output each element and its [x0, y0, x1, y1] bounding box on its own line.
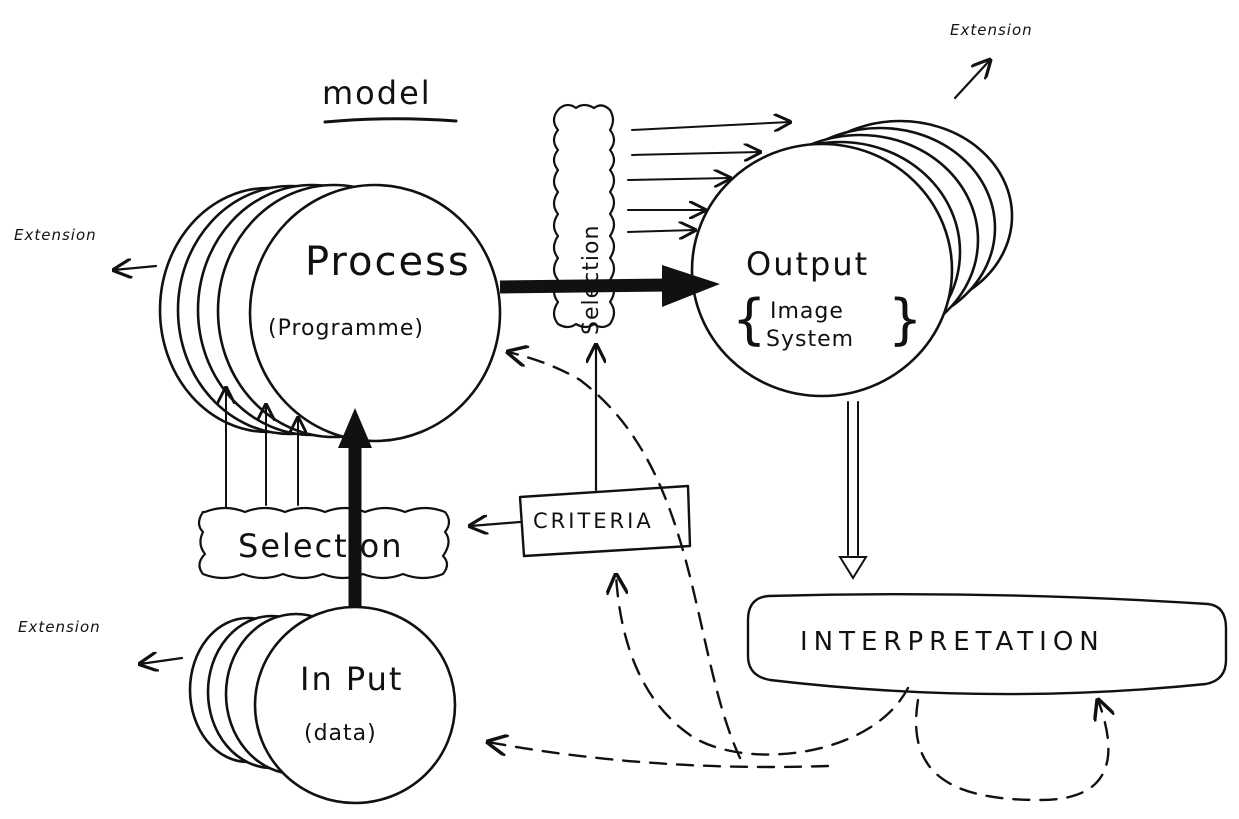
output-label: Output: [746, 245, 869, 283]
process-sublabel: (Programme): [268, 316, 424, 341]
extension-input: Extension: [18, 618, 184, 664]
thick-arrows: [338, 265, 720, 608]
process-circle: [248, 183, 502, 443]
interpretation-box: INTERPRETATION: [746, 593, 1228, 696]
output-right-brace: }: [888, 288, 922, 351]
input-circle: [253, 605, 457, 805]
output-stack: Output { Image System }: [690, 119, 1014, 398]
input-label: In Put: [300, 660, 403, 698]
output-to-interpretation-arrow: [838, 401, 868, 580]
output-left-brace: {: [732, 288, 766, 351]
criteria-to-selection-arrow: [470, 522, 522, 526]
selection-to-process-arrows: [226, 388, 298, 509]
title-text: model: [322, 74, 432, 112]
criteria-box: CRITERIA: [518, 484, 692, 558]
extension-process-label: Extension: [14, 226, 97, 244]
extension-process: Extension: [14, 226, 158, 270]
process-stack: Process (Programme): [158, 183, 502, 443]
selection-horizontal-label: Selection: [238, 527, 403, 565]
extension-input-label: Extension: [18, 618, 101, 636]
title-underline: [323, 117, 458, 124]
selection-to-output-arrows: [627, 122, 790, 232]
output-sub2: System: [766, 327, 854, 352]
extension-output-label: Extension: [950, 21, 1033, 39]
dashed-feedback-arrows: [488, 352, 1108, 802]
criteria-label: CRITERIA: [533, 509, 654, 533]
selection-vertical-label: Selection: [579, 225, 604, 335]
interpretation-label: INTERPRETATION: [800, 627, 1105, 657]
input-sublabel: (data): [304, 721, 377, 746]
selection-horizontal-box: Selection: [197, 506, 451, 580]
output-sub1: Image: [770, 299, 844, 324]
process-label: Process: [305, 239, 471, 285]
selection-vertical-box: Selection: [552, 103, 616, 335]
input-stack: In Put (data): [188, 605, 457, 805]
extension-output: Extension: [950, 21, 1033, 100]
output-circle: [690, 142, 954, 398]
